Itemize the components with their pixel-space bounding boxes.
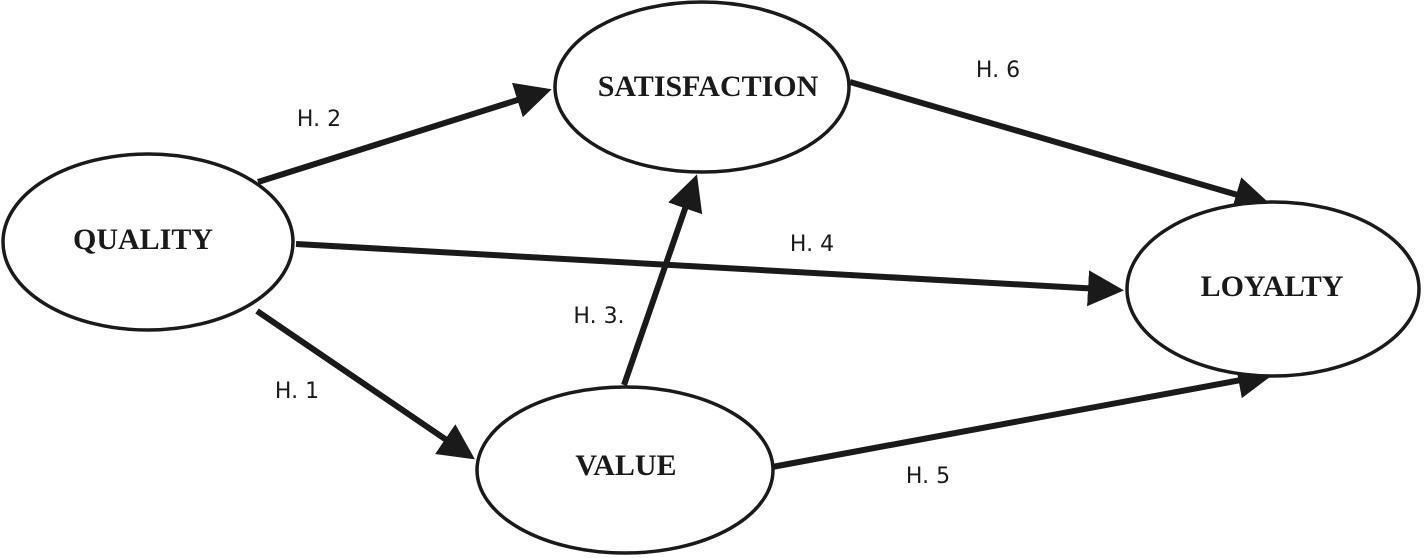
node-satisfaction-label: SATISFACTION [598, 70, 819, 103]
node-value: VALUE [475, 385, 775, 555]
node-value-label: VALUE [575, 449, 676, 482]
edge-quality-satisfaction [257, 82, 552, 185]
node-loyalty-label: LOYALTY [1201, 270, 1344, 303]
edge-value-satisfaction [621, 174, 703, 386]
node-loyalty-ellipse [1125, 200, 1421, 378]
edge-quality-loyalty [295, 241, 1124, 307]
edge-label-h2: H. 2 [297, 107, 341, 132]
node-value-ellipse [475, 385, 775, 555]
edge-label-h5: H. 5 [906, 464, 950, 489]
edge-label-h6: H. 6 [976, 58, 1020, 83]
node-quality-ellipse [1, 152, 295, 332]
edge-quality-value [255, 308, 475, 460]
node-quality-label: QUALITY [73, 223, 213, 256]
node-satisfaction: SATISFACTION [553, 0, 851, 174]
edge-label-h1: H. 1 [275, 379, 319, 404]
node-loyalty: LOYALTY [1125, 200, 1421, 378]
edge-satisfaction-loyalty [849, 79, 1271, 212]
edge-label-h3: H. 3. [573, 304, 624, 329]
edge-label-h4: H. 4 [790, 232, 834, 257]
edge-value-loyalty [771, 362, 1274, 470]
node-quality: QUALITY [1, 152, 295, 332]
node-satisfaction-ellipse [553, 0, 851, 174]
